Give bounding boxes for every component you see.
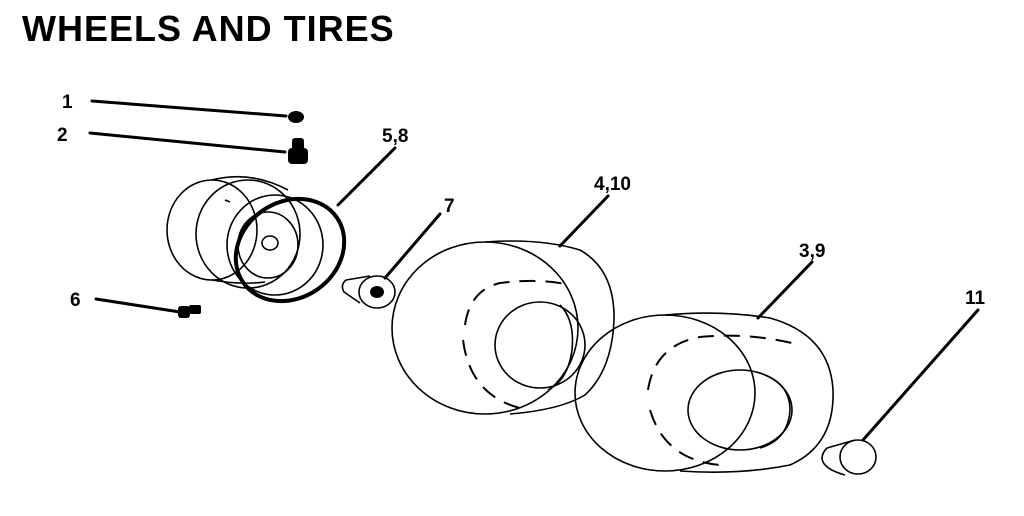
part-wheel-rim [166, 175, 324, 296]
diagram-title: WHEELS AND TIRES [22, 8, 395, 49]
callout-1: 1 [62, 92, 73, 113]
callout-11: 11 [965, 288, 986, 309]
part-valve-stem: 2 [57, 125, 308, 164]
callout-2: 2 [57, 125, 68, 146]
part-valve-cap: 1 [62, 92, 304, 123]
part-hub-cap: 11 [821, 288, 986, 476]
callout-3-9: 3,9 [799, 241, 825, 262]
callout-7: 7 [444, 196, 455, 217]
callout-5-8: 5,8 [382, 126, 408, 147]
callout-6: 6 [70, 290, 81, 311]
part-tire-small: 4,10 [391, 174, 631, 415]
callout-4-10: 4,10 [594, 174, 631, 195]
part-tire-large: 3,9 [574, 241, 834, 473]
part-rim-ring: 5,8 [233, 126, 408, 304]
part-grease-fitting: 6 [70, 290, 201, 318]
part-bushing: 7 [341, 196, 455, 309]
